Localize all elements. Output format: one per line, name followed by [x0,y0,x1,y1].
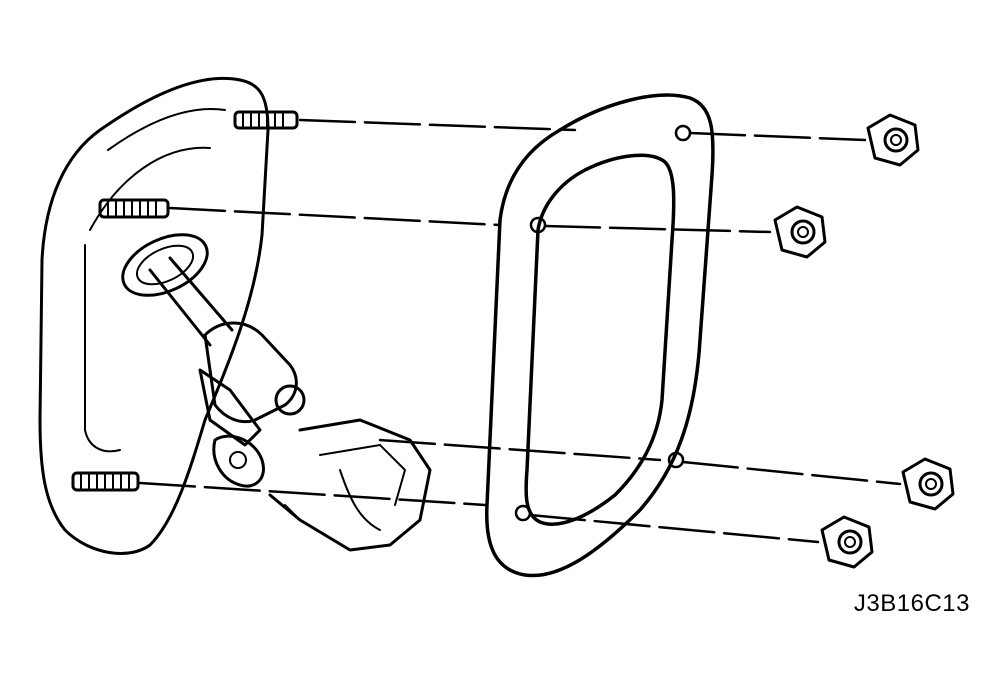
stud-bottom [71,471,140,492]
nut-bottom [820,515,874,569]
stud-middle [98,198,170,219]
shift-linkage [198,321,432,552]
retainer-plate [485,93,715,578]
figure-code: J3B16C13 [853,590,970,617]
nut-top-right [866,113,920,167]
alignment-lines [138,118,902,544]
shift-boot-opening [121,233,234,347]
nut-upper-middle [773,205,827,259]
stud-top [233,110,299,130]
nut-lower-right [901,457,955,511]
